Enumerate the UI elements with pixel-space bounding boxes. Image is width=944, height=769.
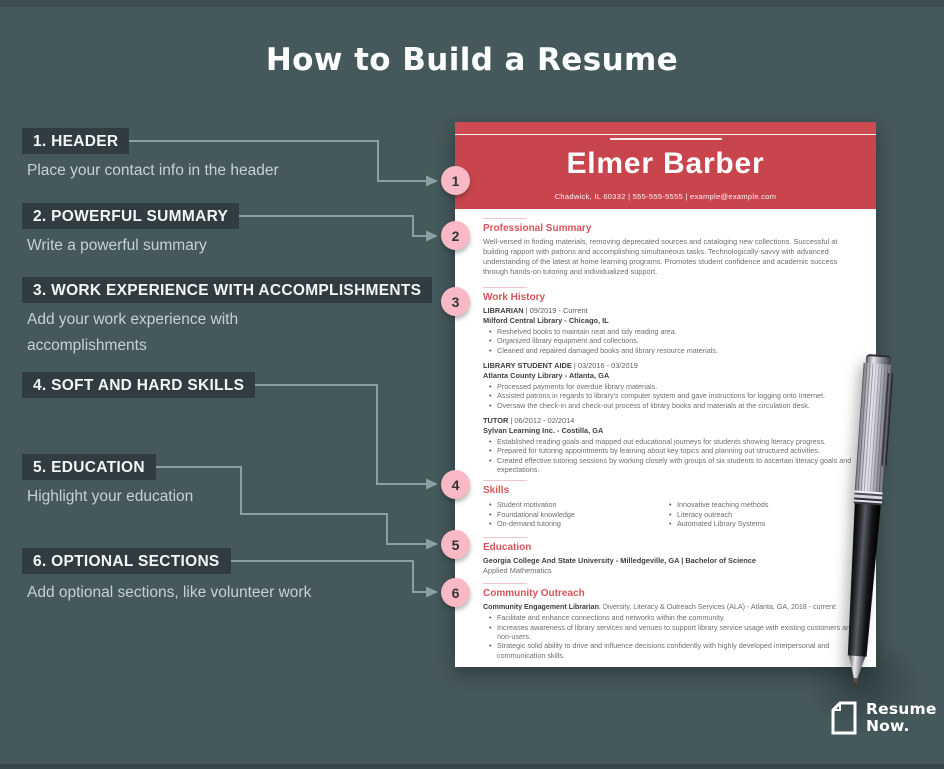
job-bullets: Processed payments for overdue library m… (483, 382, 862, 410)
summary-text: Well-versed in finding materials, removi… (483, 237, 838, 276)
section-divider (483, 218, 527, 219)
job-title-line: TUTOR | 06/2012 - 02/2014 (483, 416, 862, 426)
job-bullets: Established reading goals and mapped out… (483, 437, 862, 474)
job-bullet: Processed payments for overdue library m… (489, 382, 862, 392)
pen-tip-cone (847, 655, 866, 678)
job-entry: TUTOR | 06/2012 - 02/2014 Sylvan Learnin… (483, 416, 862, 474)
job-bullet: Created effective tutoring sessions by w… (489, 456, 862, 475)
logo-line-1: Resume (866, 700, 937, 718)
outreach-role-detail: , Diversity, Literacy & Outreach Service… (598, 602, 837, 612)
section-divider (483, 286, 527, 288)
work-history-section: LIBRARIAN | 09/2019 - Current Milford Ce… (483, 306, 862, 475)
job-entry: LIBRARIAN | 09/2019 - Current Milford Ce… (483, 306, 862, 355)
step-label-education: 5. EDUCATION (22, 454, 156, 481)
skills-column-right: Innovative teaching methods Literacy out… (663, 500, 769, 528)
job-title-line: LIBRARIAN | 09/2019 - Current (483, 306, 862, 316)
education-heading: Education (483, 541, 532, 553)
community-outreach-heading: Community Outreach (483, 588, 585, 600)
logo-line-2: Now. (866, 717, 910, 736)
pen-center-rings (853, 490, 883, 506)
logo-text: Resume Now. (866, 700, 937, 736)
skill-item: Student motivation (489, 500, 663, 510)
section-divider (483, 583, 527, 585)
step-desc-header: Place your contact info in the header (27, 162, 279, 179)
resume-contact-line: Chadwick, IL 60332 | 555-555-5555 | exam… (554, 192, 777, 201)
step-number-badge-6: 6 (441, 578, 470, 607)
step-label-skills: 4. SOFT AND HARD SKILLS (22, 372, 256, 399)
job-dates: | 06/2012 - 02/2014 (508, 416, 575, 426)
page-title: How to Build a Resume (265, 42, 679, 78)
step-number-badge-3: 3 (441, 287, 470, 316)
job-dates: | 09/2019 - Current (523, 305, 588, 315)
resume-body: Professional Summary Well-versed in find… (455, 209, 876, 660)
education-degree-line: Georgia College And State University - M… (483, 555, 756, 565)
outreach-bullets: Facilitate and enhance connections and n… (483, 613, 862, 660)
section-divider (483, 536, 527, 538)
bottom-border-strip (0, 764, 944, 769)
job-bullet: Assisted patrons in regards to library's… (489, 391, 862, 401)
step-label-optional-sections: 6. OPTIONAL SECTIONS (22, 548, 231, 575)
job-title: TUTOR (483, 416, 509, 426)
pen-lower-barrel (844, 504, 881, 657)
job-company: Atlanta County Library - Atlanta, GA (483, 370, 610, 380)
skill-item: On-demand tutoring (489, 519, 663, 529)
resume-page: Elmer Barber Chadwick, IL 60332 | 555-55… (455, 122, 876, 667)
skill-item: Foundational knowledge (489, 510, 663, 520)
step-number-badge-4: 4 (441, 470, 470, 499)
step-desc-optional-sections: Add optional sections, like volunteer wo… (27, 584, 312, 601)
step-desc-work-experience: Add your work experience with accomplish… (27, 311, 239, 354)
step-label-summary: 2. POWERFUL SUMMARY (22, 203, 240, 230)
outreach-bullet: Facilitate and enhance connections and n… (489, 613, 862, 623)
summary-heading: Professional Summary (483, 223, 592, 234)
job-bullets: Reshelved books to maintain neat and tid… (483, 327, 862, 355)
outreach-bullet: Strategic solid ability to drive and inf… (489, 641, 862, 660)
job-bullet: Reshelved books to maintain neat and tid… (489, 327, 862, 337)
job-entry: LIBRARY STUDENT AIDE | 03/2016 - 03/2019… (483, 361, 862, 410)
skill-item: Literacy outreach (669, 510, 769, 520)
top-border-strip (0, 0, 944, 7)
resume-name: Elmer Barber (566, 147, 765, 180)
step-number-badge-1: 1 (441, 166, 470, 195)
job-title-line: LIBRARY STUDENT AIDE | 03/2016 - 03/2019 (483, 361, 862, 371)
step-label-header: 1. HEADER (22, 128, 130, 155)
pen-ballpoint (853, 677, 858, 687)
job-bullet: Cleaned and repaired damaged books and l… (489, 346, 862, 356)
job-company: Milford Central Library - Chicago, IL (483, 315, 609, 325)
step-number-badge-5: 5 (441, 530, 470, 559)
resume-header: Elmer Barber Chadwick, IL 60332 | 555-55… (455, 122, 876, 209)
outreach-role-title: Community Engagement Librarian (483, 602, 599, 612)
job-title: LIBRARIAN (483, 305, 524, 315)
skills-column-left: Student motivation Foundational knowledg… (483, 500, 663, 528)
work-history-heading: Work History (483, 291, 546, 303)
job-bullet: Organized library equipment and collecti… (489, 336, 862, 346)
step-number-badge-2: 2 (441, 221, 470, 250)
header-accent-rule (609, 138, 722, 140)
step-label-work-experience: 3. WORK EXPERIENCE WITH ACCOMPLISHMENTS (22, 277, 433, 304)
job-bullet: Prepared for tutoring appointments by le… (489, 446, 862, 456)
skills-section: Student motivation Foundational knowledg… (483, 499, 862, 528)
skill-item: Innovative teaching methods (669, 500, 769, 510)
outreach-bullet: Increases awareness of library services … (489, 623, 862, 642)
job-company: Sylvan Learning Inc. - Costilla, GA (483, 426, 604, 436)
education-major-line: Applied Mathematics (483, 565, 552, 575)
skill-item: Automated Library Systems (669, 519, 769, 529)
resume-now-logo: Resume Now. (830, 700, 937, 736)
job-title: LIBRARY STUDENT AIDE (483, 360, 572, 370)
job-dates: | 03/2016 - 03/2019 (571, 360, 638, 370)
skills-heading: Skills (483, 485, 510, 497)
document-icon (831, 701, 857, 735)
outreach-role-line: Community Engagement Librarian, Diversit… (483, 602, 863, 612)
step-desc-education: Highlight your education (27, 488, 194, 505)
step-desc-summary: Write a powerful summary (27, 237, 207, 254)
job-bullet: Oversaw the check-in and check-out proce… (489, 401, 862, 411)
pen-upper-barrel (854, 362, 894, 493)
job-bullet: Established reading goals and mapped out… (489, 437, 862, 447)
section-divider (483, 480, 527, 482)
